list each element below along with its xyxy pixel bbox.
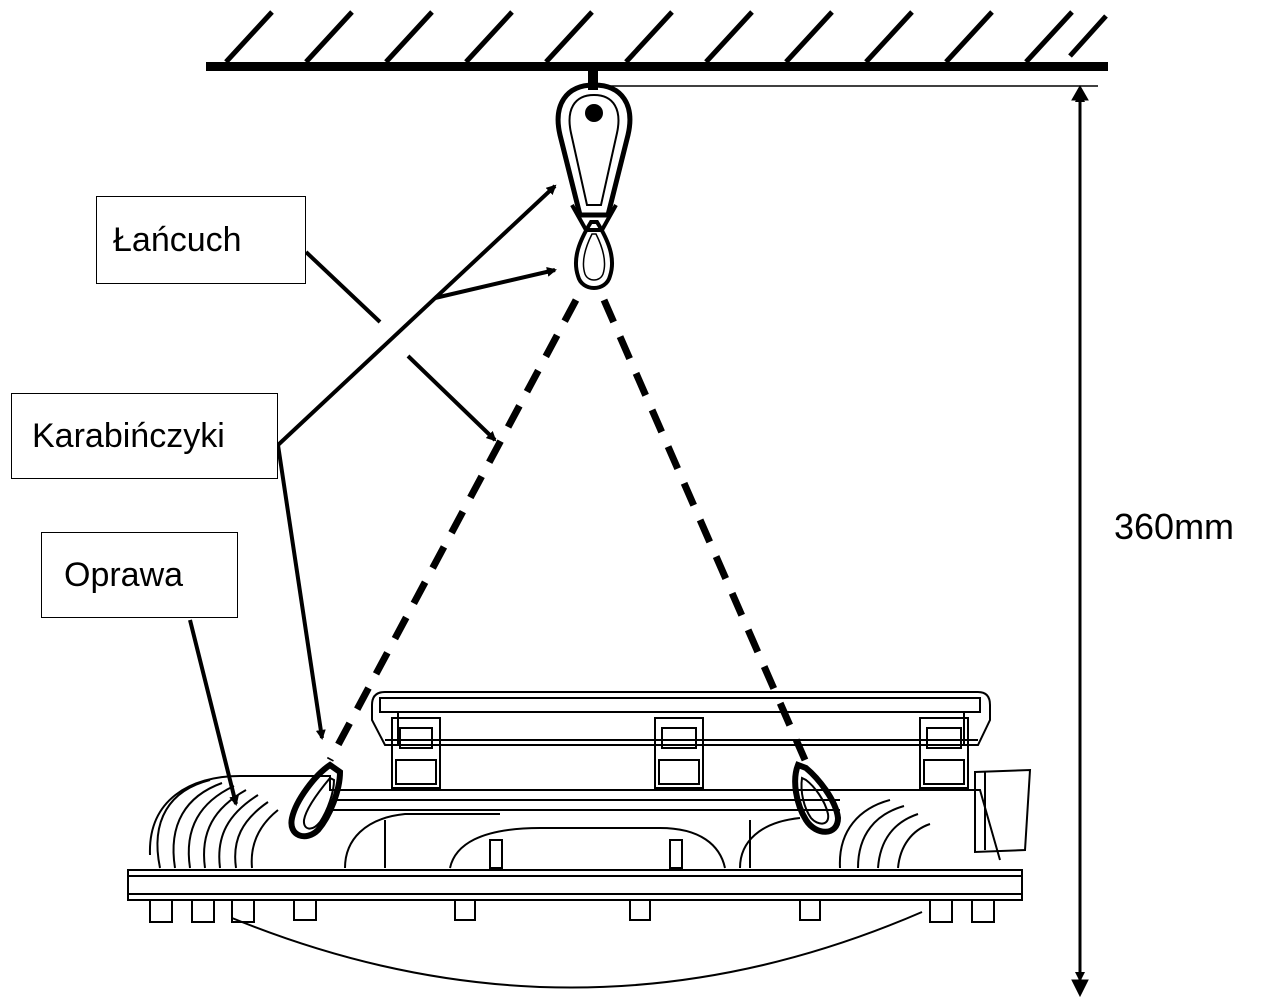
carabiners-label: Karabińczyki [11, 393, 278, 479]
top-carabiner-icon [555, 70, 633, 232]
chain-lines [326, 298, 809, 762]
chain-label: Łańcuch [96, 196, 306, 284]
height-dimension [598, 84, 1098, 998]
chain-label-text: Łańcuch [113, 220, 242, 259]
right-carabiner-icon [792, 761, 842, 835]
fixture-label: Oprawa [41, 532, 238, 618]
height-dimension-label: 360mm [1114, 506, 1235, 547]
leader-arrows [188, 184, 557, 806]
small-carabiner-icon [573, 220, 615, 290]
light-fixture [127, 691, 1032, 989]
ceiling [206, 10, 1108, 71]
carabiners-label-text: Karabińczyki [32, 416, 225, 455]
left-carabiner-icon [288, 761, 344, 840]
fixture-label-text: Oprawa [64, 555, 184, 594]
